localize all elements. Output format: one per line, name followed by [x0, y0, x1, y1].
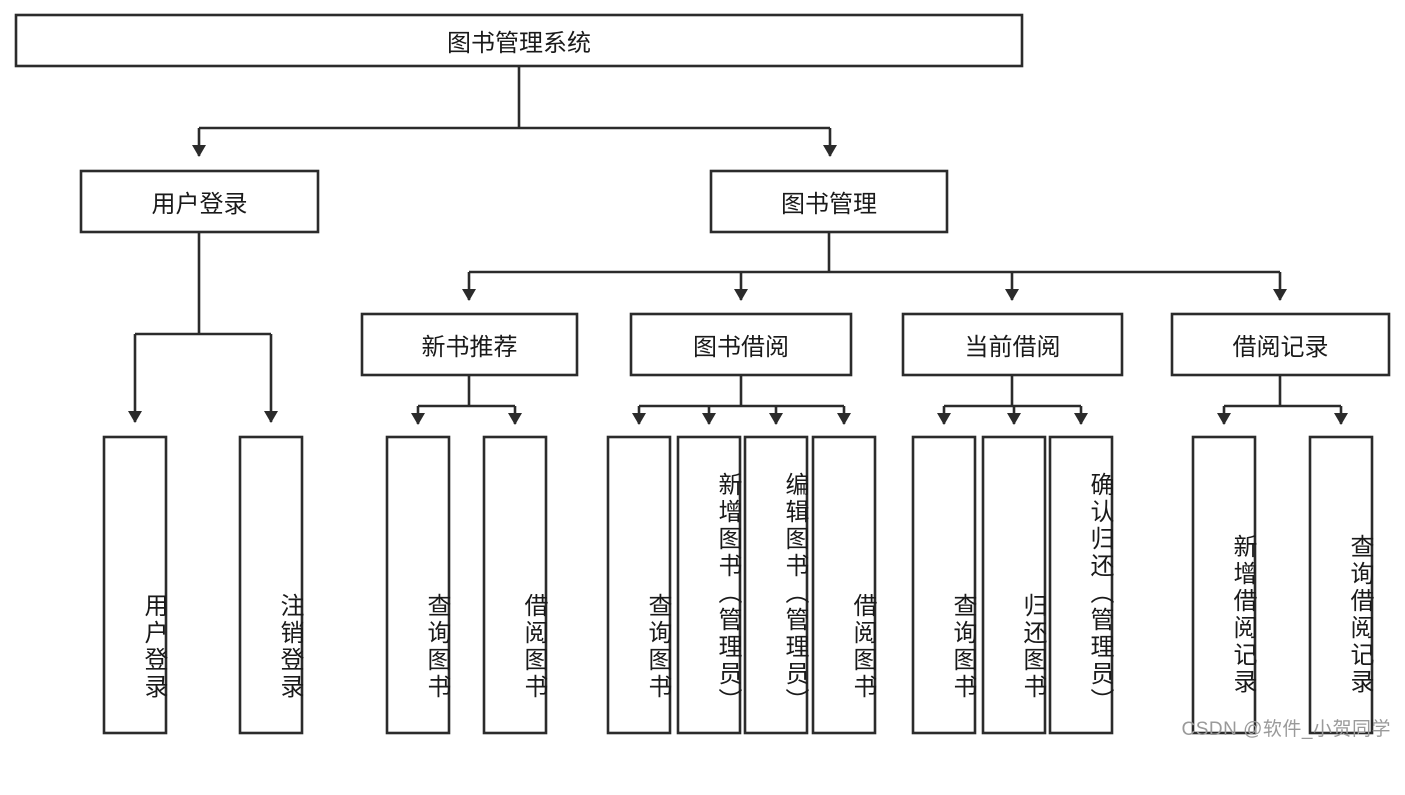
node-box-new-book-recommend[interactable]: [360, 312, 579, 377]
node-box-current-borrow[interactable]: [901, 312, 1124, 377]
leaf-box-1[interactable]: [238, 435, 304, 735]
leaf-box-11[interactable]: [1191, 435, 1257, 735]
leaf-box-10[interactable]: [1048, 435, 1114, 735]
leaf-box-5[interactable]: [676, 435, 742, 735]
leaf-box-3[interactable]: [482, 435, 548, 735]
node-box-user-login[interactable]: [79, 169, 320, 234]
node-boxes: [14, 13, 1391, 735]
leaf-box-0[interactable]: [102, 435, 168, 735]
node-box-root[interactable]: [14, 13, 1024, 68]
leaf-box-4[interactable]: [606, 435, 672, 735]
connector-lines: [128, 66, 1348, 425]
node-box-book-management[interactable]: [709, 169, 949, 234]
node-box-book-borrow[interactable]: [629, 312, 853, 377]
node-box-borrow-records[interactable]: [1170, 312, 1391, 377]
hierarchy-diagram-svg: [14, 13, 1391, 735]
leaf-box-8[interactable]: [911, 435, 977, 735]
flowchart-canvas: 图书管理系统 用户登录 图书管理 新书推荐 图书借阅 当前借阅 借阅记录 用户登…: [14, 13, 1391, 740]
leaf-box-12[interactable]: [1308, 435, 1374, 735]
leaf-box-7[interactable]: [811, 435, 877, 735]
leaf-box-2[interactable]: [385, 435, 451, 735]
csdn-watermark: CSDN @软件_小贺同学: [1181, 719, 1391, 740]
leaf-box-9[interactable]: [981, 435, 1047, 735]
leaf-box-6[interactable]: [743, 435, 809, 735]
